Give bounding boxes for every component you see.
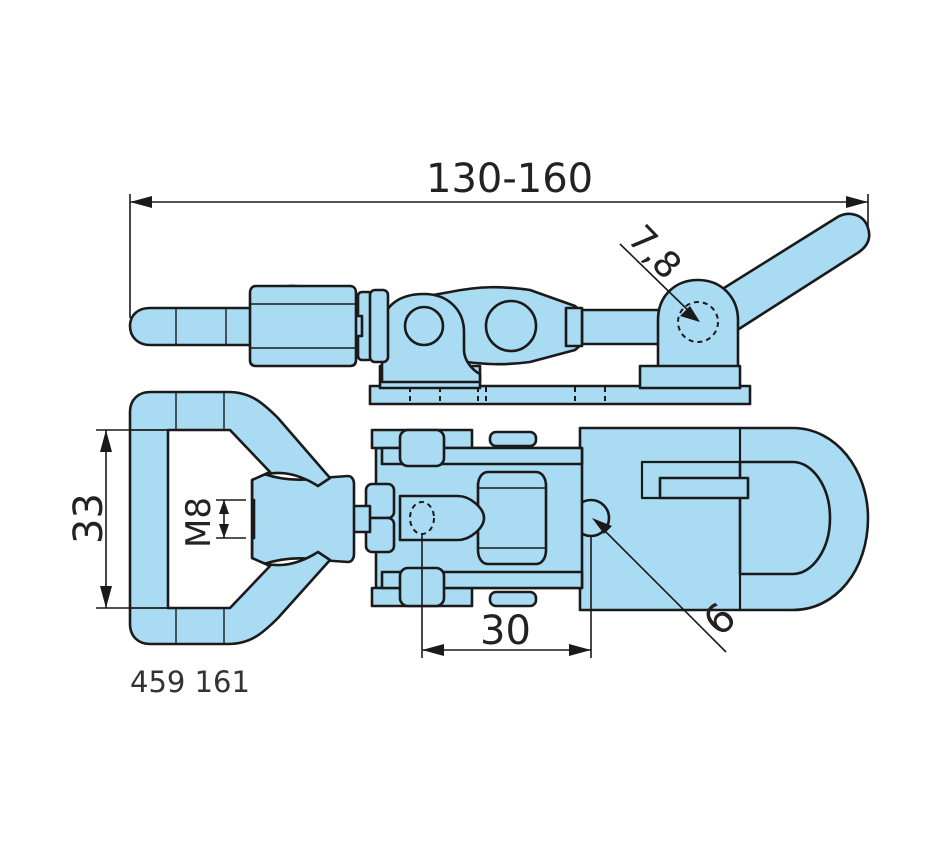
thread-label: M8: [179, 497, 219, 548]
plan-view: [128, 390, 870, 646]
lever-rivet: [484, 299, 538, 353]
hole-leader-bottom-arrow: [592, 518, 612, 534]
overall-length-arrow-right: [846, 196, 868, 208]
link-head: [398, 494, 486, 542]
base-block-right: [638, 364, 742, 390]
strike-u-hook-inner: [738, 460, 832, 576]
hook-pivot-boss: [656, 278, 740, 374]
base-plate-hidden-lines: [409, 387, 606, 403]
triangle-eye-inner: [166, 428, 272, 610]
side-view: [128, 212, 871, 406]
hole-diameter-top-label: 7,8: [620, 218, 689, 288]
rivet-tab-bottom: [488, 590, 538, 608]
hole-spacing-arrow-left: [422, 644, 444, 656]
dimension-lines: [96, 194, 869, 658]
eye-height-arrow-bottom: [100, 586, 112, 608]
hole-leader-top: [619, 243, 695, 317]
overall-length-arrow-left: [130, 196, 152, 208]
lock-nut-b: [368, 288, 390, 364]
overall-length-label: 130-160: [426, 156, 593, 202]
strike-slot: [658, 476, 750, 500]
product-code: 459 161: [130, 665, 250, 699]
hole-leader-bottom: [595, 521, 727, 653]
eye-height-label: 33: [66, 493, 112, 544]
swivel-housing-side: [248, 284, 358, 368]
hole-spacing-arrow-right: [569, 644, 591, 656]
nut-plan-b: [364, 516, 396, 554]
hole-leader-top-arrow: [680, 306, 700, 322]
eye-height-arrow-top: [100, 430, 112, 452]
lever-tip: [564, 306, 584, 348]
hinge-ear-top: [398, 428, 446, 468]
hole-spacing-label: 30: [480, 608, 531, 654]
hook-hole-hidden: [677, 301, 719, 343]
lever-roller: [476, 470, 548, 566]
dimension-labels: 130-160 7,8 33 M8 30 6 459 161: [66, 156, 745, 699]
hinge-pin: [403, 305, 445, 347]
rivet-tab-top: [488, 430, 538, 448]
swivel-housing-plan: [250, 471, 356, 566]
base-plate: [368, 384, 752, 406]
